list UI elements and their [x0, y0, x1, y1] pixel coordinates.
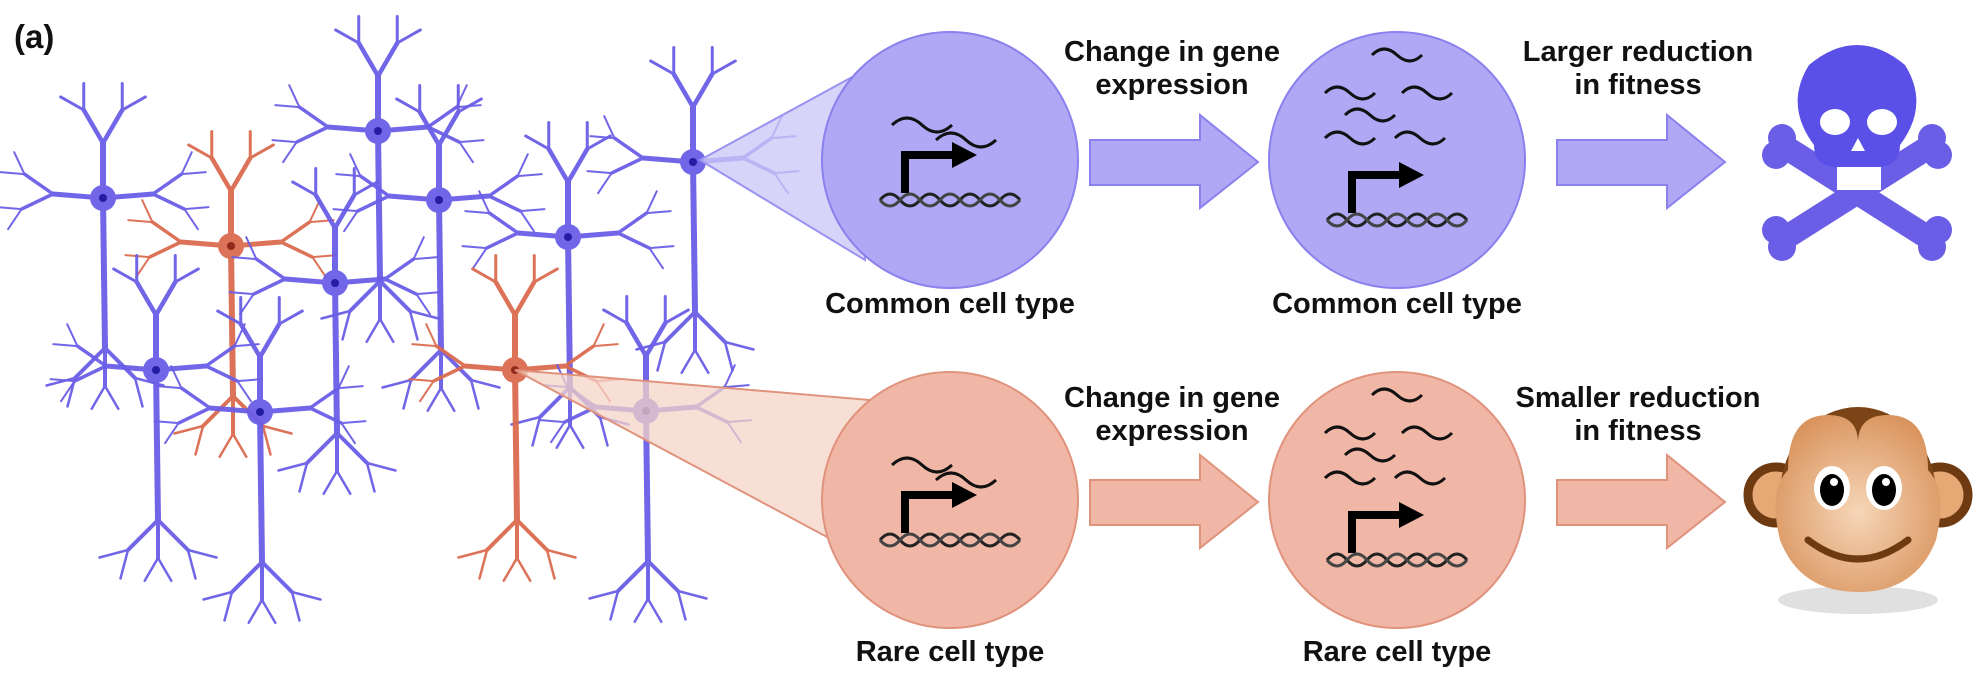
step-label-fitness-top: Larger reduction in fitness: [1488, 36, 1788, 103]
neuron-common: [332, 83, 546, 413]
step-label-line: in fitness: [1574, 415, 1702, 448]
top-row: [821, 31, 1952, 289]
promoter-dna-icon: [878, 142, 1022, 208]
neuron-common: [228, 166, 442, 496]
step-label-line: expression: [1095, 415, 1249, 448]
common-cell-label-2: Common cell type: [1272, 288, 1522, 320]
rare-cell-label-2: Rare cell type: [1302, 636, 1492, 668]
common-cell-baseline: [821, 31, 1079, 289]
neuron-common: [0, 81, 210, 411]
transcripts-many-icon: [1323, 47, 1454, 146]
transcripts-many-icon: [1323, 387, 1454, 486]
step-label-line: Change in gene: [1064, 36, 1280, 68]
neuron-common: [271, 14, 485, 344]
step-label-expression-top: Change in gene expression: [1022, 36, 1322, 103]
zoom-cone-rare: [514, 369, 871, 562]
neuron-rare: [124, 129, 338, 459]
transcripts-few-icon: [890, 456, 998, 489]
step-label-line: Smaller reduction: [1515, 382, 1761, 414]
arrow-fitness-smaller: [1556, 452, 1727, 551]
step-label-line: expression: [1095, 69, 1249, 102]
panel-label: (a): [14, 18, 55, 55]
step-label-line: Change in gene: [1064, 382, 1280, 414]
skull-crossbones-icon: [1762, 45, 1952, 261]
promoter-dna-icon: [1325, 162, 1469, 228]
arrow-change-expression-common: [1089, 112, 1260, 211]
rare-cell-label-1: Rare cell type: [855, 636, 1045, 668]
promoter-dna-icon: [1325, 502, 1469, 568]
step-label-line: Larger reduction: [1522, 36, 1754, 68]
promoter-dna-icon: [878, 482, 1022, 548]
transcripts-few-icon: [890, 116, 998, 149]
bottom-row: [821, 371, 1973, 629]
neuron-rare: [408, 253, 622, 583]
monkey-face-icon: [1743, 407, 1973, 614]
neuron-common: [153, 295, 367, 625]
step-label-line: in fitness: [1574, 69, 1702, 102]
step-label-expression-bottom: Change in gene expression: [1022, 382, 1322, 449]
rare-cell-baseline: [821, 371, 1079, 629]
neuron-common: [586, 45, 800, 375]
step-label-fitness-bottom: Smaller reduction in fitness: [1488, 382, 1788, 449]
common-cell-label-1: Common cell type: [825, 288, 1075, 320]
arrow-fitness-larger: [1556, 112, 1727, 211]
arrow-change-expression-rare: [1089, 452, 1260, 551]
neuron-population: [0, 14, 800, 625]
